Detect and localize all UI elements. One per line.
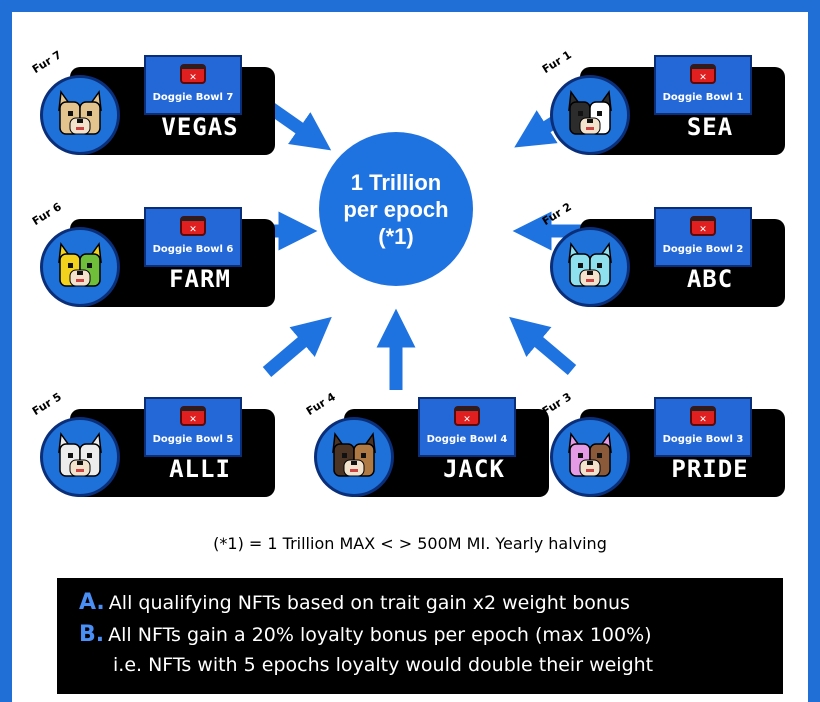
dog-bowl-icon: ✕ [690,216,716,236]
rule-a: A.All qualifying NFTs based on trait gai… [79,590,630,615]
card-name: FARM [169,265,231,293]
doggie-bowl-label: Doggie Bowl 5 [152,434,234,445]
arrow-pride [509,316,577,375]
dog-avatar [550,227,630,307]
doggie-bowl-box: ✕ Doggie Bowl 4 [418,397,516,457]
dog-face-icon [58,89,102,135]
dog-face-icon [568,89,612,135]
dog-avatar [550,417,630,497]
reward-pool-line3: (*1) [378,223,414,249]
footnote: (*1) = 1 Trillion MAX < > 500M MI. Yearl… [213,534,607,553]
rule-text: All qualifying NFTs based on trait gain … [108,592,630,614]
dog-avatar [40,75,120,155]
doggie-bowl-box: ✕ Doggie Bowl 7 [144,55,242,115]
doggie-bowl-label: Doggie Bowl 4 [426,434,508,445]
reward-pool-circle: 1 Trillion per epoch (*1) [319,132,473,286]
dog-bowl-icon: ✕ [454,406,480,426]
diagram-frame: 1 Trillion per epoch (*1) ✕ Doggie Bowl … [12,12,808,702]
dog-face-icon [332,431,376,477]
dog-avatar [314,417,394,497]
dog-bowl-icon: ✕ [180,406,206,426]
reward-pool-line1: 1 Trillion [350,169,442,195]
rule-letter: A. [79,590,105,615]
card-name: ABC [686,265,734,293]
svg-text:✕: ✕ [189,415,197,425]
card-name: JACK [443,455,505,483]
reward-pool-line2: per epoch [343,196,449,222]
doggie-bowl-label: Doggie Bowl 3 [662,434,744,445]
dog-avatar [550,75,630,155]
rules-box: A.All qualifying NFTs based on trait gai… [57,578,783,694]
rule-b: B.All NFTs gain a 20% loyalty bonus per … [79,622,652,647]
svg-text:✕: ✕ [699,73,707,83]
dog-face-icon [58,431,102,477]
doggie-bowl-box: ✕ Doggie Bowl 5 [144,397,242,457]
dog-bowl-icon: ✕ [690,406,716,426]
card-name: PRIDE [671,455,749,483]
doggie-bowl-box: ✕ Doggie Bowl 2 [654,207,752,267]
dog-bowl-icon: ✕ [180,64,206,84]
dog-avatar [40,227,120,307]
dog-bowl-icon: ✕ [180,216,206,236]
dog-bowl-icon: ✕ [690,64,716,84]
svg-text:✕: ✕ [189,225,197,235]
rule-text: i.e. NFTs with 5 epochs loyalty would do… [113,654,654,676]
rule-text: All NFTs gain a 20% loyalty bonus per ep… [108,624,652,646]
svg-text:✕: ✕ [699,225,707,235]
svg-text:✕: ✕ [463,415,471,425]
dog-face-icon [568,241,612,287]
doggie-bowl-box: ✕ Doggie Bowl 6 [144,207,242,267]
rule-note: i.e. NFTs with 5 epochs loyalty would do… [113,654,653,676]
doggie-bowl-box: ✕ Doggie Bowl 1 [654,55,752,115]
card-name: VEGAS [161,113,239,141]
doggie-bowl-label: Doggie Bowl 7 [152,92,234,103]
doggie-bowl-label: Doggie Bowl 2 [662,244,744,255]
svg-text:✕: ✕ [189,73,197,83]
doggie-bowl-label: Doggie Bowl 1 [662,92,744,103]
card-name: ALLI [169,455,231,483]
dog-face-icon [58,241,102,287]
dog-avatar [40,417,120,497]
rule-letter: B. [79,622,105,647]
svg-text:✕: ✕ [699,415,707,425]
doggie-bowl-label: Doggie Bowl 6 [152,244,234,255]
doggie-bowl-box: ✕ Doggie Bowl 3 [654,397,752,457]
card-name: SEA [686,113,734,141]
arrow-alli [262,316,332,377]
dog-face-icon [568,431,612,477]
